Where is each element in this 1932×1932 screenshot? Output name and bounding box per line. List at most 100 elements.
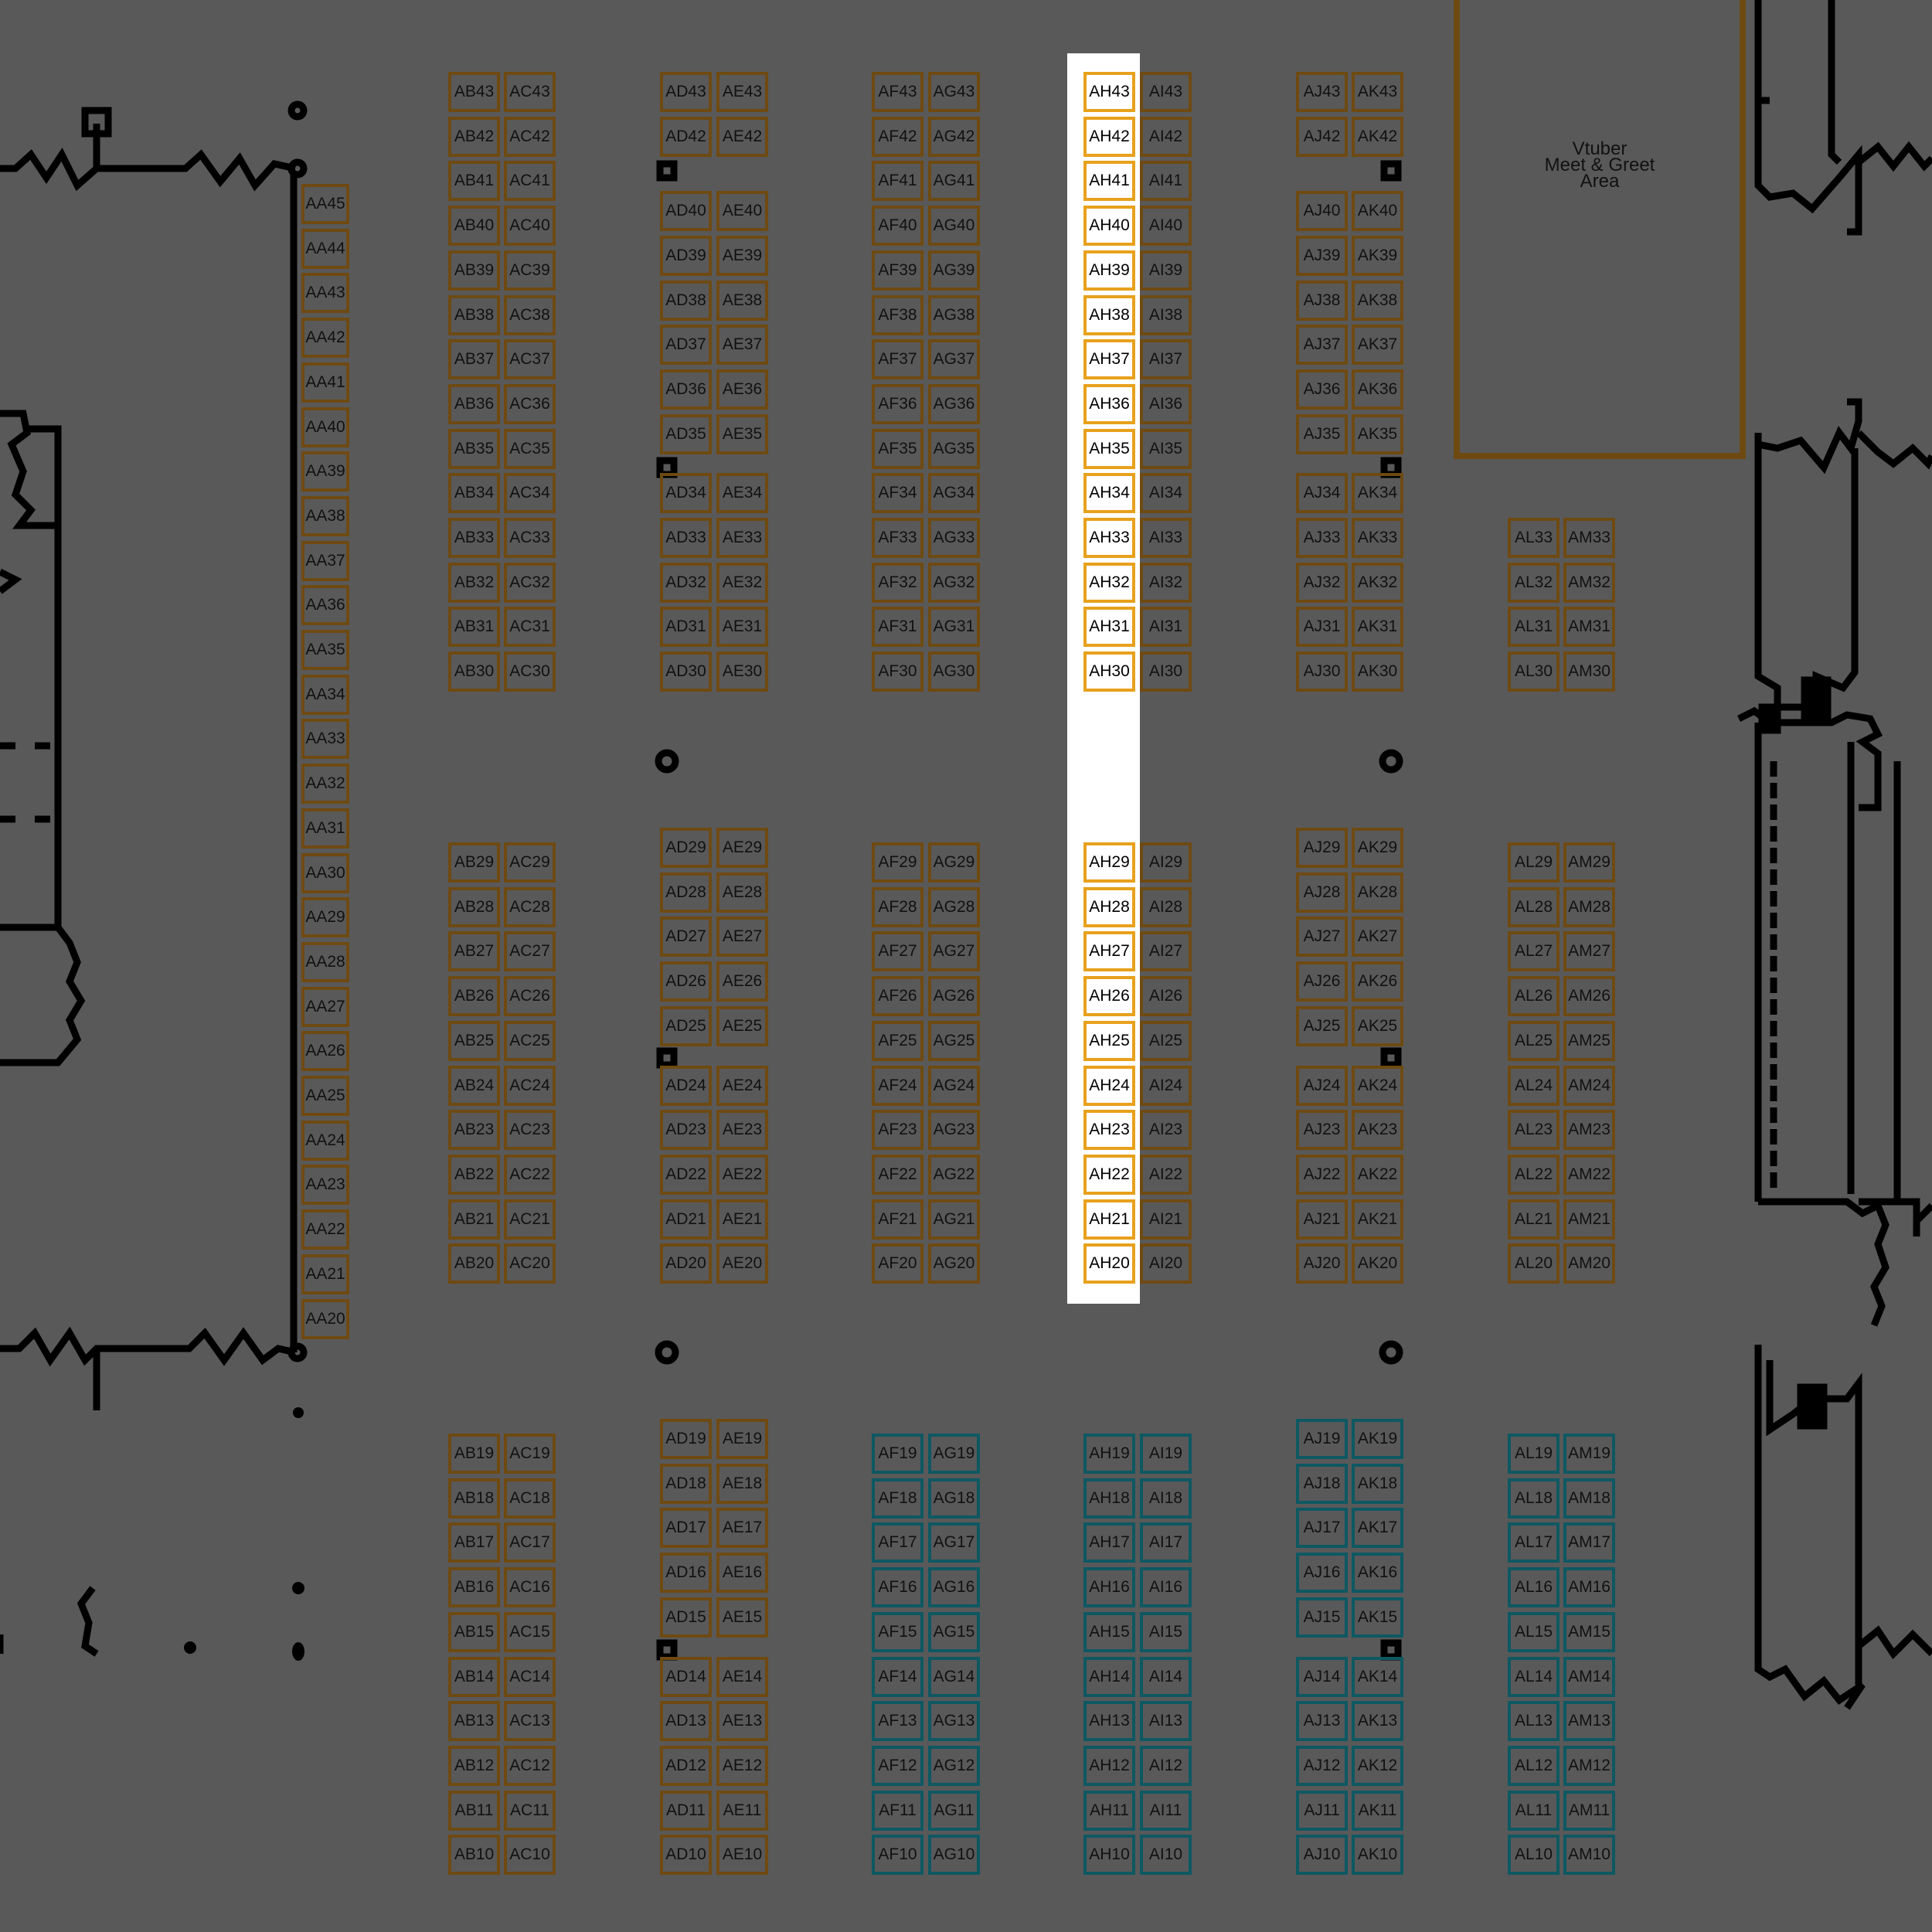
booth-ab35[interactable]: AB35 (448, 428, 500, 469)
booth-ad13[interactable]: AD13 (660, 1701, 712, 1742)
booth-ai41[interactable]: AI41 (1140, 161, 1192, 202)
booth-ai20[interactable]: AI20 (1140, 1243, 1192, 1284)
booth-ad36[interactable]: AD36 (660, 369, 712, 410)
booth-ac22[interactable]: AC22 (504, 1154, 556, 1195)
booth-aa24[interactable]: AA24 (301, 1120, 349, 1161)
booth-ah24[interactable]: AH24 (1083, 1065, 1135, 1106)
booth-am21[interactable]: AM21 (1563, 1199, 1615, 1240)
booth-ag25[interactable]: AG25 (928, 1020, 980, 1061)
booth-ae14[interactable]: AE14 (716, 1656, 768, 1697)
booth-am19[interactable]: AM19 (1563, 1434, 1615, 1474)
booth-aj28[interactable]: AJ28 (1296, 872, 1348, 913)
booth-am24[interactable]: AM24 (1563, 1065, 1615, 1106)
booth-af21[interactable]: AF21 (872, 1199, 923, 1240)
booth-ak35[interactable]: AK35 (1352, 413, 1403, 454)
booth-al21[interactable]: AL21 (1508, 1199, 1560, 1240)
booth-ae19[interactable]: AE19 (716, 1419, 768, 1459)
booth-al19[interactable]: AL19 (1508, 1434, 1560, 1474)
booth-ah23[interactable]: AH23 (1083, 1110, 1135, 1151)
booth-ag39[interactable]: AG39 (928, 250, 980, 291)
booth-ah42[interactable]: AH42 (1083, 116, 1135, 157)
booth-af31[interactable]: AF31 (872, 607, 923, 648)
booth-ad34[interactable]: AD34 (660, 473, 712, 514)
booth-ak32[interactable]: AK32 (1352, 562, 1403, 603)
booth-ak18[interactable]: AK18 (1352, 1463, 1403, 1504)
booth-ah18[interactable]: AH18 (1083, 1478, 1135, 1519)
booth-ad20[interactable]: AD20 (660, 1243, 712, 1284)
booth-af24[interactable]: AF24 (872, 1065, 923, 1106)
booth-ak34[interactable]: AK34 (1352, 473, 1403, 514)
booth-ab20[interactable]: AB20 (448, 1243, 500, 1284)
booth-ab27[interactable]: AB27 (448, 931, 500, 972)
booth-af28[interactable]: AF28 (872, 886, 923, 927)
booth-ae27[interactable]: AE27 (716, 917, 768, 957)
booth-ai23[interactable]: AI23 (1140, 1110, 1192, 1151)
booth-ad16[interactable]: AD16 (660, 1553, 712, 1594)
booth-aa42[interactable]: AA42 (301, 318, 349, 359)
booth-ac28[interactable]: AC28 (504, 886, 556, 927)
booth-ad27[interactable]: AD27 (660, 917, 712, 957)
booth-aj14[interactable]: AJ14 (1296, 1656, 1348, 1697)
booth-ag38[interactable]: AG38 (928, 294, 980, 335)
booth-ab18[interactable]: AB18 (448, 1478, 500, 1519)
booth-af32[interactable]: AF32 (872, 562, 923, 603)
booth-ah11[interactable]: AH11 (1083, 1790, 1135, 1831)
booth-ac37[interactable]: AC37 (504, 339, 556, 380)
booth-ab15[interactable]: AB15 (448, 1611, 500, 1652)
booth-ag40[interactable]: AG40 (928, 206, 980, 247)
booth-aj31[interactable]: AJ31 (1296, 607, 1348, 648)
booth-al32[interactable]: AL32 (1508, 562, 1560, 603)
booth-ab24[interactable]: AB24 (448, 1065, 500, 1106)
booth-ai31[interactable]: AI31 (1140, 607, 1192, 648)
booth-ak42[interactable]: AK42 (1352, 116, 1403, 157)
booth-ai32[interactable]: AI32 (1140, 562, 1192, 603)
booth-ac29[interactable]: AC29 (504, 842, 556, 883)
booth-af33[interactable]: AF33 (872, 518, 923, 558)
booth-ah27[interactable]: AH27 (1083, 931, 1135, 972)
booth-aa21[interactable]: AA21 (301, 1253, 349, 1294)
booth-am29[interactable]: AM29 (1563, 842, 1615, 883)
booth-ag31[interactable]: AG31 (928, 607, 980, 648)
booth-ak43[interactable]: AK43 (1352, 72, 1403, 112)
booth-ab19[interactable]: AB19 (448, 1434, 500, 1474)
booth-ak37[interactable]: AK37 (1352, 325, 1403, 366)
booth-aj43[interactable]: AJ43 (1296, 72, 1348, 112)
booth-af16[interactable]: AF16 (872, 1567, 923, 1608)
booth-al17[interactable]: AL17 (1508, 1522, 1560, 1563)
booth-ak30[interactable]: AK30 (1352, 651, 1403, 692)
booth-af11[interactable]: AF11 (872, 1790, 923, 1831)
booth-ae32[interactable]: AE32 (716, 562, 768, 603)
booth-af18[interactable]: AF18 (872, 1478, 923, 1519)
booth-ab25[interactable]: AB25 (448, 1020, 500, 1061)
booth-ad30[interactable]: AD30 (660, 651, 712, 692)
booth-ak17[interactable]: AK17 (1352, 1508, 1403, 1549)
booth-ac23[interactable]: AC23 (504, 1110, 556, 1151)
booth-ad18[interactable]: AD18 (660, 1463, 712, 1504)
booth-am13[interactable]: AM13 (1563, 1701, 1615, 1742)
booth-ac25[interactable]: AC25 (504, 1020, 556, 1061)
booth-al13[interactable]: AL13 (1508, 1701, 1560, 1742)
booth-ae22[interactable]: AE22 (716, 1154, 768, 1195)
booth-ae17[interactable]: AE17 (716, 1508, 768, 1549)
booth-aj11[interactable]: AJ11 (1296, 1790, 1348, 1831)
booth-ah12[interactable]: AH12 (1083, 1745, 1135, 1786)
booth-al11[interactable]: AL11 (1508, 1790, 1560, 1831)
booth-ad17[interactable]: AD17 (660, 1508, 712, 1549)
booth-ag15[interactable]: AG15 (928, 1611, 980, 1652)
booth-aj17[interactable]: AJ17 (1296, 1508, 1348, 1549)
booth-ak10[interactable]: AK10 (1352, 1835, 1403, 1876)
booth-am11[interactable]: AM11 (1563, 1790, 1615, 1831)
booth-aj36[interactable]: AJ36 (1296, 369, 1348, 410)
booth-al22[interactable]: AL22 (1508, 1154, 1560, 1195)
booth-ag35[interactable]: AG35 (928, 428, 980, 469)
booth-aa33[interactable]: AA33 (301, 719, 349, 760)
booth-al15[interactable]: AL15 (1508, 1611, 1560, 1652)
booth-ae31[interactable]: AE31 (716, 607, 768, 648)
booth-ac21[interactable]: AC21 (504, 1199, 556, 1240)
booth-am28[interactable]: AM28 (1563, 886, 1615, 927)
booth-am32[interactable]: AM32 (1563, 562, 1615, 603)
booth-aa44[interactable]: AA44 (301, 228, 349, 269)
booth-am18[interactable]: AM18 (1563, 1478, 1615, 1519)
booth-al31[interactable]: AL31 (1508, 607, 1560, 648)
booth-ah40[interactable]: AH40 (1083, 206, 1135, 247)
